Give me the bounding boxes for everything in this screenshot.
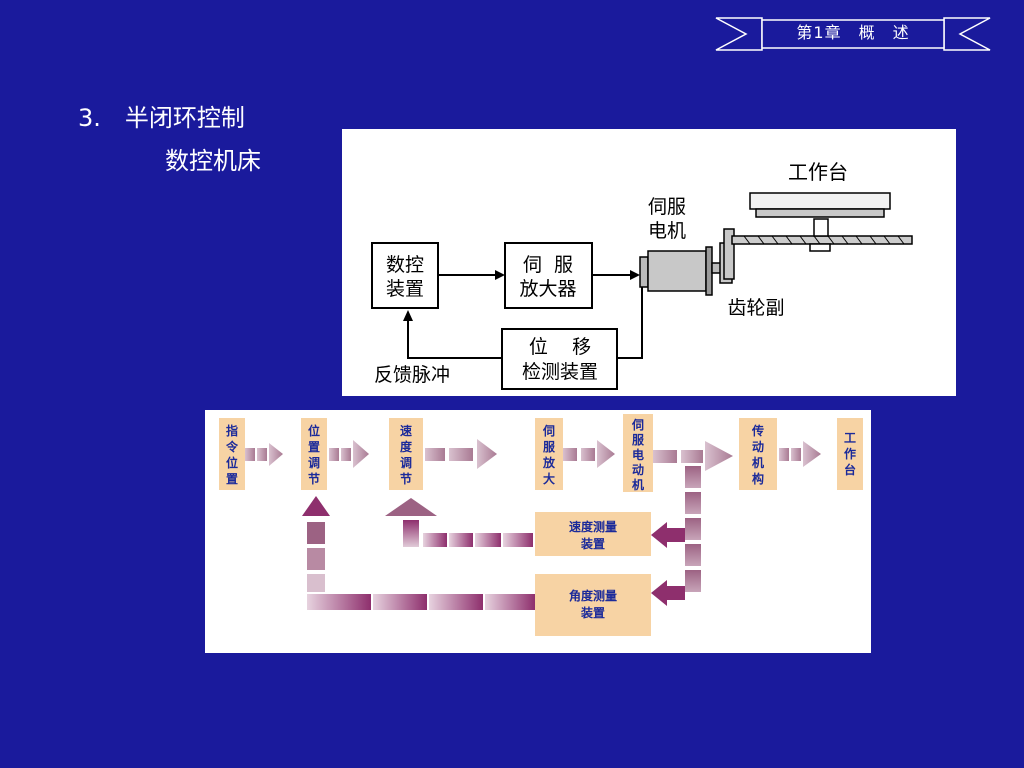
servo-motor-char: 动 [632, 463, 644, 477]
servo-amp-label-2: 放大器 [519, 278, 576, 300]
angle-feedback-path [302, 496, 685, 610]
angle-sensor-label-1: 角度测量 [569, 588, 617, 603]
work-table-char: 工 [844, 431, 856, 445]
arrow-head-icon [403, 310, 413, 321]
speed-regulator-char: 速 [400, 423, 412, 438]
section-heading: 3. 半闭环控制 [78, 104, 245, 132]
position-regulator-char: 节 [308, 471, 320, 486]
arrow-right-icon [563, 440, 615, 468]
work-table-char: 作 [844, 446, 856, 461]
detector-label-2: 检测装置 [522, 361, 598, 383]
chapter-banner: 第1章 概 述 [714, 14, 992, 54]
detector-label-1: 位 移 [529, 336, 591, 358]
transmission-char: 动 [752, 440, 764, 454]
command-position-char: 置 [226, 472, 238, 486]
servo-motor-icon [639, 246, 727, 296]
servo-motor-label-1: 伺服 [648, 196, 686, 218]
feedback-pulse-label: 反馈脉冲 [374, 364, 450, 386]
speed-sensor-box [535, 512, 651, 556]
section-subheading: 数控机床 [165, 147, 261, 175]
speed-regulator-char: 节 [400, 471, 412, 486]
transmission-char: 传 [751, 423, 764, 438]
work-table-icon [749, 192, 891, 218]
work-table-label: 工作台 [788, 160, 848, 184]
servo-amp-box [504, 242, 593, 309]
arrow-left-icon [651, 580, 667, 606]
servo-amp-label-1: 伺 服 [523, 254, 573, 276]
work-table-char: 台 [844, 462, 856, 477]
transmission-box [739, 418, 777, 490]
control-loop-diagram: 指 令 位 置 位 置 调 节 速 度 调 节 伺 服 放 大 伺 服 电 动 … [205, 410, 871, 653]
arrow-head-icon [630, 270, 640, 280]
angle-sensor-box [535, 574, 651, 636]
arrow-right-icon [329, 440, 369, 468]
speed-sensor-label-2: 装置 [580, 536, 605, 551]
position-regulator-char: 置 [308, 440, 320, 454]
servo-motor-char: 伺 [631, 417, 644, 432]
angle-sensor-label-2: 装置 [580, 605, 605, 620]
gear-pair-label: 齿轮副 [727, 297, 784, 319]
arrow-right-icon [653, 441, 733, 471]
arrow-left-icon [651, 522, 667, 548]
command-position-char: 令 [225, 439, 239, 454]
arrow-up-icon [302, 496, 330, 516]
servo-amplifier-char: 伺 [542, 423, 555, 438]
feedback-trunk [685, 466, 701, 592]
speed-regulator-box [389, 418, 423, 490]
command-position-char: 位 [226, 455, 238, 470]
cnc-label-1: 数控 [386, 254, 424, 276]
speed-sensor-label-1: 速度测量 [569, 519, 617, 534]
lead-screw-icon [731, 218, 913, 252]
servo-amplifier-char: 大 [543, 471, 555, 486]
arrow-head-icon [495, 270, 505, 280]
transmission-char: 机 [752, 455, 764, 470]
position-regulator-box [301, 418, 327, 490]
forward-arrows [245, 439, 821, 471]
semi-closed-loop-diagram: 数控 装置 伺 服 放大器 位 移 检测装置 [342, 129, 956, 396]
speed-regulator-char: 调 [400, 456, 412, 470]
work-table-box [837, 418, 863, 490]
servo-motor-char: 电 [632, 447, 644, 462]
servo-motor-char: 机 [632, 477, 644, 492]
servo-motor-char: 服 [632, 432, 645, 447]
arrow-right-icon [779, 441, 821, 467]
servo-amplifier-char: 服 [543, 439, 556, 454]
arrow-right-icon [425, 439, 497, 469]
servo-motor-label-2: 电机 [648, 220, 686, 242]
command-position-box [219, 418, 245, 490]
position-regulator-char: 位 [308, 423, 320, 438]
position-regulator-char: 调 [308, 456, 320, 470]
cnc-label-2: 装置 [386, 278, 424, 300]
servo-amplifier-char: 放 [542, 455, 556, 470]
chapter-title: 第1章 概 述 [796, 23, 910, 42]
gear-icon [719, 228, 735, 284]
arrow-up-icon [385, 498, 437, 516]
banner-ribbon-icon [715, 17, 991, 51]
speed-feedback-path [385, 498, 685, 548]
arrow-right-icon [245, 443, 283, 466]
speed-regulator-char: 度 [400, 439, 413, 454]
servo-amplifier-box [535, 418, 563, 490]
command-position-char: 指 [226, 423, 238, 438]
transmission-char: 构 [752, 471, 764, 486]
servo-motor-box [623, 414, 653, 492]
